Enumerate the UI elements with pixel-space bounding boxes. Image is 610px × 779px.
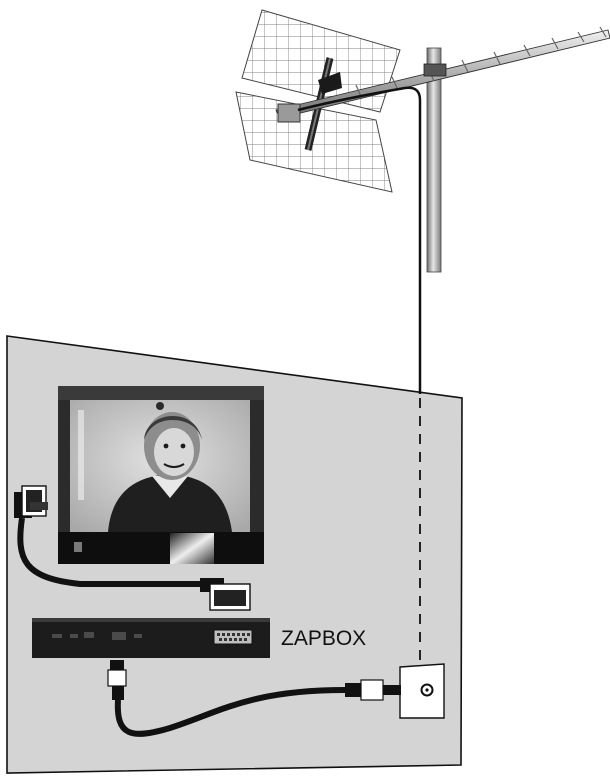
coaxial-plug-icon — [107, 660, 401, 737]
zapbox-receiver — [32, 618, 270, 658]
tv-power-led — [74, 542, 82, 552]
television-icon — [58, 386, 264, 564]
zapbox-label: ZAPBOX — [281, 627, 367, 650]
scart-connector-icon — [14, 485, 251, 611]
tv-logo-plate — [170, 533, 214, 564]
reflector-grid-upper — [241, 9, 401, 113]
reflector-grid-lower — [235, 91, 393, 193]
uhf-yagi-antenna-icon — [235, 9, 610, 290]
zapbox-scart-port — [213, 629, 253, 645]
antenna-wall-socket-icon — [399, 663, 445, 719]
antenna-mast — [426, 47, 442, 273]
presenter-figure — [108, 402, 232, 532]
